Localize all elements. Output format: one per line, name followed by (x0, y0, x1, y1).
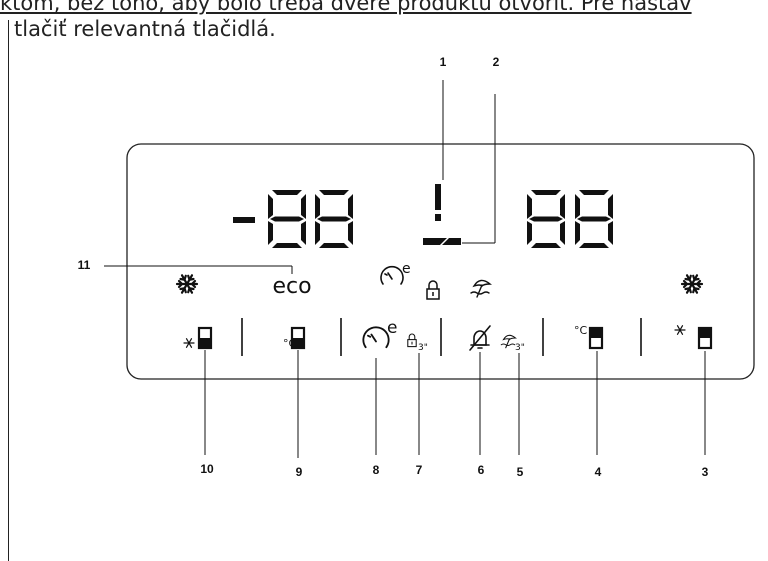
vacation-icon (470, 279, 491, 298)
freezer-quick-button[interactable] (183, 326, 213, 350)
callout-1: 1 (439, 55, 447, 69)
callout-10: 10 (200, 462, 214, 476)
fridge-quick-button[interactable] (674, 325, 713, 350)
callout-4: 4 (594, 465, 602, 479)
callout-6: 6 (477, 463, 485, 477)
eco-mode-button[interactable]: e (362, 318, 397, 349)
callout-2: 2 (492, 55, 500, 69)
freezer-temp-button[interactable]: °C (283, 326, 306, 350)
freezer-snowflake-icon (175, 274, 199, 294)
alarm-off-button[interactable] (469, 325, 491, 351)
intro-text-line-1: ktom, bez toho, aby bolo treba dvere pro… (0, 0, 692, 15)
callout-3: 3 (701, 465, 709, 479)
alert-icon (435, 184, 441, 221)
right-temperature-digits (527, 190, 613, 248)
callout-11: 11 (77, 258, 91, 272)
lock-icon (426, 280, 440, 300)
vacation-button[interactable]: 3" (500, 334, 525, 353)
display-panel (126, 143, 755, 380)
intro-text-line-2: tlačiť relevantná tlačidlá. (14, 17, 276, 41)
callout-8: 8 (372, 463, 380, 477)
svg-text:3": 3" (418, 343, 428, 353)
svg-text:e: e (387, 318, 397, 338)
margin-rule (8, 20, 9, 561)
callout-5: 5 (516, 465, 524, 479)
svg-text:3": 3" (515, 343, 525, 353)
indicator-bar (423, 235, 461, 247)
svg-text:°C: °C (574, 324, 588, 337)
svg-text:e: e (402, 261, 411, 277)
fridge-snowflake-icon (680, 274, 704, 294)
left-temperature-digits (233, 190, 353, 248)
callout-7: 7 (415, 463, 423, 477)
button-separators (241, 318, 642, 356)
callout-leaders (104, 80, 706, 458)
eco-indicator: eco (272, 274, 311, 299)
fridge-temp-button[interactable]: °C (574, 324, 604, 350)
eco-mode-icon: e (380, 261, 411, 285)
lock-button[interactable]: 3" (407, 333, 428, 353)
callout-9: 9 (295, 465, 303, 479)
